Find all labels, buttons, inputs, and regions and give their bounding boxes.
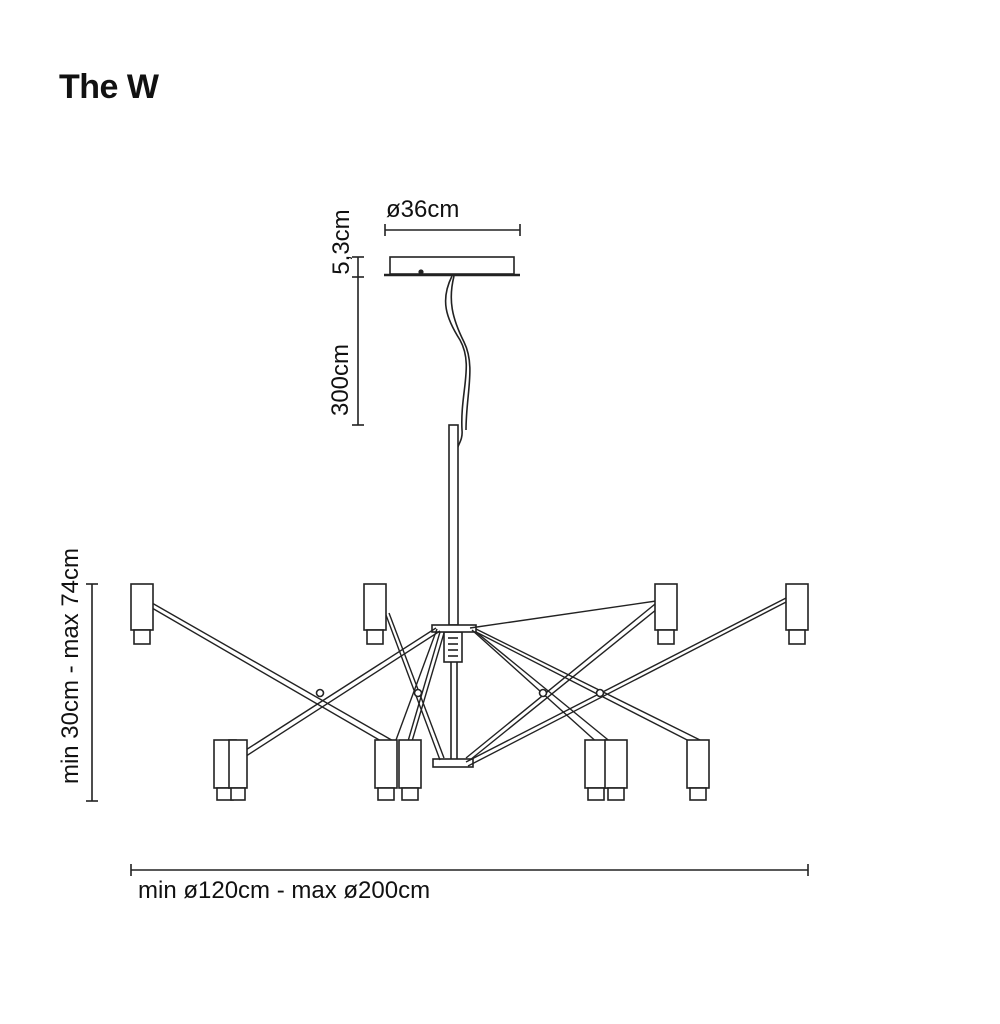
shade-upper-2 [363, 583, 387, 645]
lamp-arms [151, 595, 791, 767]
suspension-cable-2 [450, 275, 471, 431]
canopy-diameter-dimension-line [384, 224, 521, 236]
canopy-height-dimension-line [352, 256, 364, 278]
arm-joints [315, 688, 605, 698]
top-hub [431, 624, 477, 633]
diameter-range-dimension-line [130, 864, 809, 876]
shade-lower-2 [228, 739, 248, 801]
shade-lower-5 [584, 739, 608, 801]
height-range-dimension-line [86, 583, 98, 802]
diameter-range-label: min ø120cm - max ø200cm [138, 877, 431, 904]
shade-upper-1 [130, 583, 154, 645]
shade-upper-4 [785, 583, 809, 645]
lower-shades [213, 739, 710, 801]
ceiling-canopy [384, 256, 520, 277]
shade-lower-3 [374, 739, 398, 801]
shade-lower-4 [398, 739, 422, 801]
shade-lower-6 [604, 739, 628, 801]
shade-lower-7 [686, 739, 710, 801]
canopy-diameter-label: ø36cm [386, 196, 460, 223]
suspension-cable [444, 275, 468, 451]
shade-upper-3 [654, 583, 678, 645]
upper-shades [130, 583, 809, 645]
product-title: The W [59, 68, 159, 106]
cable-length-dimension-line [352, 277, 364, 426]
bottom-hub [432, 758, 474, 768]
central-stem [443, 424, 463, 761]
